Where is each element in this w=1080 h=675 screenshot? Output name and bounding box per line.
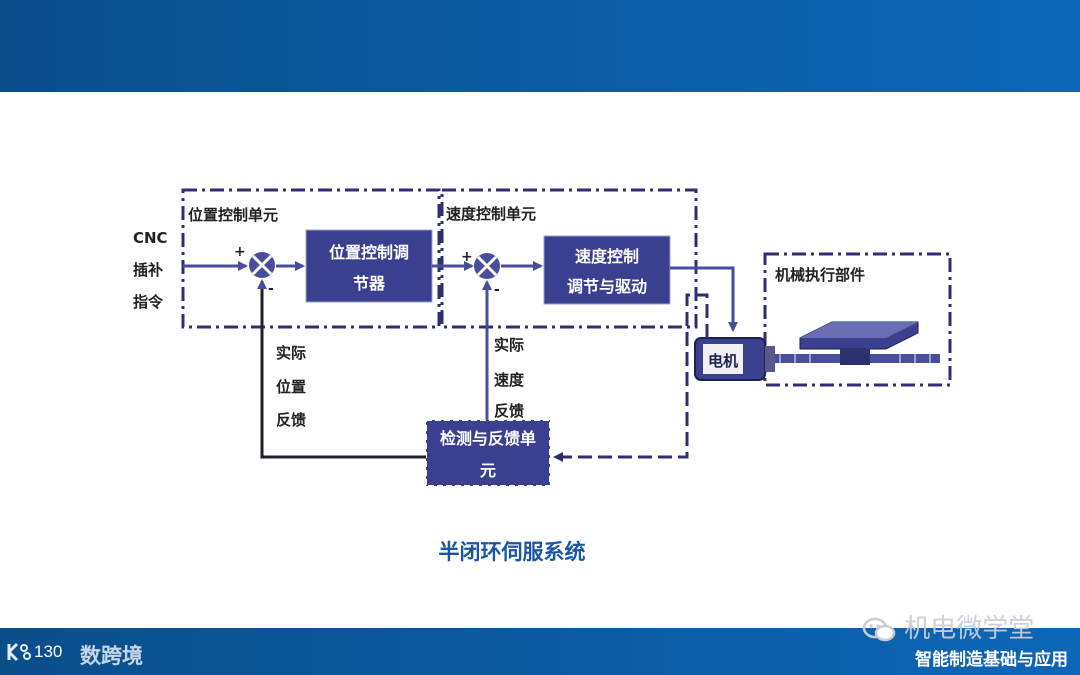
actual-speed-line2: 速度	[494, 371, 525, 389]
actuator-frame	[763, 252, 952, 387]
course-subtitle: 智能制造基础与应用	[915, 650, 1068, 670]
actual-position-line1: 实际	[276, 344, 306, 362]
position-feedback-line	[257, 279, 426, 459]
feedback-unit-box	[425, 419, 551, 487]
position-summing-junction	[249, 252, 275, 278]
watermark-right: 机电微学堂	[862, 608, 1034, 645]
motor	[694, 337, 775, 381]
cnc-label: CNC	[133, 229, 168, 247]
page-number: 130	[34, 642, 63, 661]
motor-feedback-dashed	[553, 293, 709, 462]
actual-position-line3: 反馈	[276, 411, 306, 429]
header-bar	[0, 0, 1080, 92]
position-regulator-line2: 节器	[353, 274, 386, 293]
plus-sign-2: +	[461, 249, 473, 265]
figure-caption: 半闭环伺服系统	[438, 540, 586, 564]
speed-regulator-box	[543, 235, 671, 305]
speed-unit-frame	[440, 188, 698, 329]
actuator-label: 机械执行部件	[775, 266, 865, 284]
speed-regulator-line1: 速度控制	[575, 247, 639, 266]
machine-table-icon	[775, 321, 940, 365]
footer-bar	[0, 628, 1080, 675]
actual-speed-line1: 实际	[494, 336, 524, 354]
speed-unit-label: 速度控制单元	[446, 205, 536, 223]
actual-speed-line3: 反馈	[494, 402, 524, 420]
position-regulator-line1: 位置控制调	[329, 243, 409, 262]
interpolation-label: 插补	[133, 261, 163, 279]
position-unit-frame	[181, 188, 441, 329]
watermark-left: 数跨境	[6, 640, 143, 670]
speed-regulator-line2: 调节与驱动	[567, 277, 647, 296]
block-diagram: 位置控制单元 速度控制单元 机械执行部件 CNC 插补 指令 + - 位置控制调…	[133, 188, 952, 487]
position-unit-label: 位置控制单元	[188, 206, 278, 224]
wechat-icon	[862, 617, 896, 643]
speed-reg-to-motor	[670, 266, 738, 332]
feedback-unit-line2: 元	[480, 461, 496, 480]
feedback-unit-line1: 检测与反馈单	[440, 429, 536, 448]
kuajing-logo-icon	[6, 641, 32, 668]
minus-sign-2: -	[494, 282, 500, 298]
command-label: 指令	[133, 293, 164, 311]
watermark-left-text: 数跨境	[80, 644, 143, 668]
watermark-right-text: 机电微学堂	[904, 614, 1035, 644]
position-regulator-box	[305, 229, 433, 303]
minus-sign-1: -	[268, 281, 274, 297]
speed-summing-junction	[474, 253, 500, 279]
plus-sign-1: +	[234, 244, 246, 260]
actual-position-line2: 位置	[276, 378, 306, 396]
motor-label: 电机	[708, 352, 738, 370]
